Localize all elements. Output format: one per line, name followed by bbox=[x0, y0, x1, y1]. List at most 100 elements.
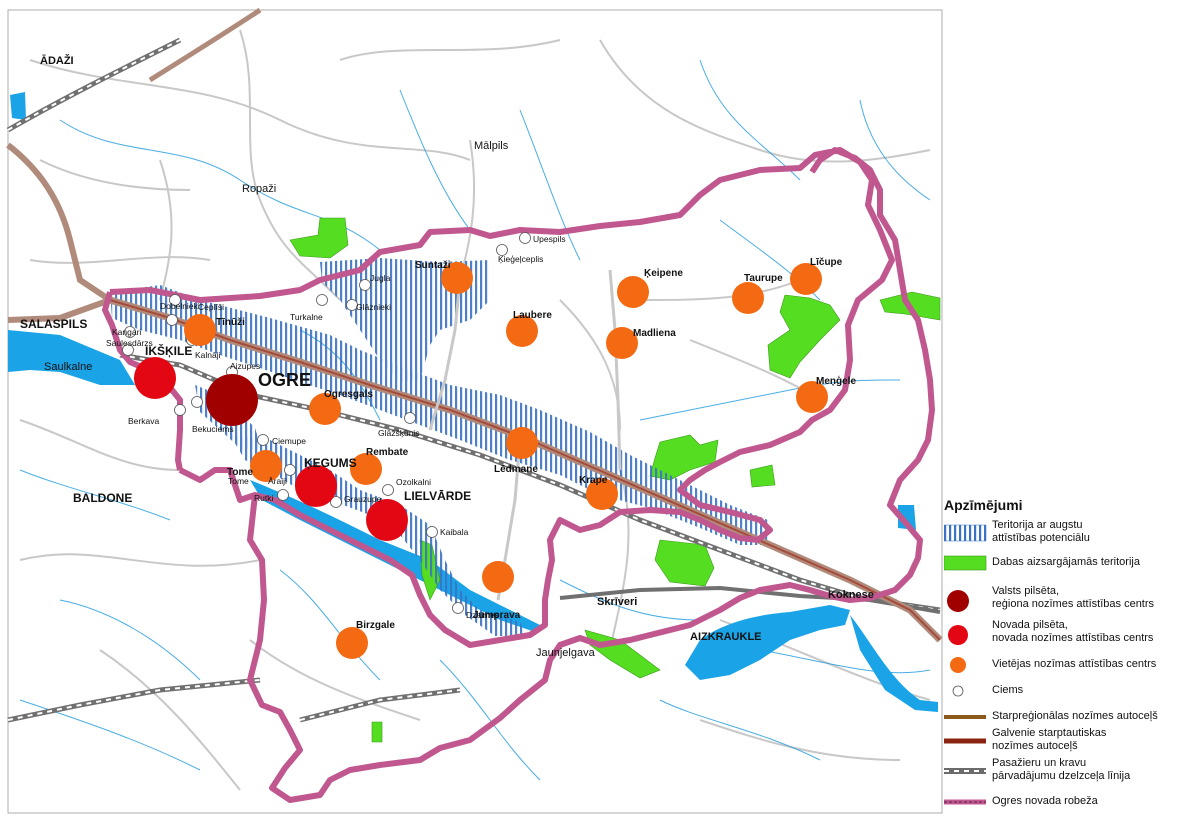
legend-item-interregional-road: Starpreģionālas nozīmes autoceļš bbox=[944, 706, 1158, 726]
legend-label: Valsts pilsēta, reģiona nozīmes attīstīb… bbox=[992, 585, 1155, 610]
local-centre-marker bbox=[506, 315, 538, 347]
village-marker bbox=[426, 526, 438, 538]
legend-item-railway: Pasažieru un kravu pārvadājumu dzelzceļa… bbox=[944, 757, 1130, 783]
local-centre-label: Taurupe bbox=[744, 273, 783, 284]
local-centre-marker bbox=[441, 262, 473, 294]
local-centre-marker bbox=[790, 263, 822, 295]
legend-item-town: Novada pilsēta, novada nozīmes attīstība… bbox=[944, 619, 1153, 645]
village-label: Ciemupe bbox=[272, 436, 306, 446]
local-centre-marker bbox=[336, 627, 368, 659]
village-label: Dzelmes bbox=[466, 610, 499, 620]
centres-layer bbox=[134, 262, 828, 659]
village-label: Jugla bbox=[370, 273, 391, 283]
local-centre-label: Laubere bbox=[513, 310, 552, 321]
village-label: Aizupes bbox=[230, 361, 260, 371]
local-centre-label: Ķeipene bbox=[644, 268, 683, 279]
village-marker bbox=[174, 404, 186, 416]
village-label: Saulesdārzs bbox=[106, 338, 153, 348]
local-centre-marker bbox=[506, 427, 538, 459]
legend-item-boundary: Ogres novada robeža bbox=[944, 791, 1098, 811]
town-marker bbox=[295, 465, 337, 507]
local-centre-label: Tome bbox=[227, 467, 253, 478]
village-marker bbox=[519, 232, 531, 244]
village-label: Kangari bbox=[112, 327, 141, 337]
village-label: Bekuciems bbox=[192, 424, 234, 434]
legend-label: Teritorija ar augstu attīstības potenciā… bbox=[992, 519, 1090, 544]
village-label: Grauzupe bbox=[344, 494, 382, 504]
village-label: Berkava bbox=[128, 416, 159, 426]
village-label: Ķieģeļceplis bbox=[498, 254, 543, 264]
village-label: Dobelnieki bbox=[160, 301, 200, 311]
village-label: Turkalne bbox=[290, 312, 323, 322]
legend-item-village: Ciems bbox=[944, 680, 1023, 700]
village-marker bbox=[257, 434, 269, 446]
town-label: IKŠĶILE bbox=[145, 343, 192, 358]
village-label: Tome bbox=[228, 476, 249, 486]
legend-label: Ciems bbox=[992, 683, 1024, 696]
legend-label: Dabas aizsargājamās teritorija bbox=[992, 555, 1140, 568]
town-marker bbox=[134, 357, 176, 399]
village-label: Kaibala bbox=[440, 527, 469, 537]
local-centre-marker bbox=[184, 314, 216, 346]
town-marker bbox=[366, 499, 408, 541]
village-label: Rutki bbox=[254, 493, 273, 503]
local-centre-label: Suntaži bbox=[415, 260, 451, 271]
village-label: Ozolkalni bbox=[396, 477, 431, 487]
local-centre-marker bbox=[350, 453, 382, 485]
place-ropazi: Ropaži bbox=[242, 183, 276, 195]
place-skriveri: Skrīveri bbox=[597, 596, 637, 608]
legend-item-main-road: Galvenie starptautiskas nozīmes autoceļš bbox=[944, 727, 1106, 753]
local-centre-label: Birzgale bbox=[356, 620, 395, 631]
local-centre-marker bbox=[309, 393, 341, 425]
village-marker bbox=[191, 396, 203, 408]
local-centre-label: Tīnūži bbox=[216, 317, 245, 328]
town-label: LIELVĀRDE bbox=[404, 489, 471, 503]
village-marker bbox=[122, 344, 134, 356]
water-bodies bbox=[8, 92, 938, 712]
village-label: Upespils bbox=[533, 234, 566, 244]
village-marker bbox=[404, 412, 416, 424]
village-marker bbox=[316, 294, 328, 306]
local-centre-marker bbox=[482, 561, 514, 593]
legend-label: Ogres novada robeža bbox=[992, 794, 1098, 807]
legend-item-state-city: Valsts pilsēta, reģiona nozīmes attīstīb… bbox=[944, 585, 1155, 612]
legend-label: Novada pilsēta, novada nozīmes attīstība… bbox=[992, 619, 1154, 644]
village-marker bbox=[359, 279, 371, 291]
villages-layer bbox=[122, 232, 531, 614]
village-label: Āraiji bbox=[268, 476, 287, 486]
labels-layer: DobelniekiCeplīšiKangariKalnājiSaulesdār… bbox=[20, 54, 874, 659]
state-city-label: OGRE bbox=[258, 370, 311, 390]
local-centre-marker bbox=[586, 478, 618, 510]
village-marker bbox=[330, 496, 342, 508]
legend-title: Apzīmējumi bbox=[944, 497, 1023, 513]
local-centre-marker bbox=[617, 276, 649, 308]
protected-areas bbox=[289, 217, 941, 743]
legend-label: Pasažieru un kravu pārvadājumu dzelzceļa… bbox=[992, 757, 1131, 782]
village-label: Kalnāji bbox=[195, 350, 221, 360]
local-centre-label: Madliena bbox=[633, 328, 676, 339]
local-centre-label: Meņģele bbox=[816, 374, 856, 387]
local-centre-label: Jumprava bbox=[473, 610, 521, 621]
legend-label: Starpreģionālas nozīmes autoceļš bbox=[992, 709, 1158, 722]
village-marker bbox=[346, 299, 358, 311]
place-malpils: Mālpils bbox=[474, 140, 509, 152]
place-saulkalne: Saulkalne bbox=[44, 361, 92, 373]
village-label: Glāznieki bbox=[356, 302, 391, 312]
legend: Apzīmējumi Teritorija ar augstu attīstīb… bbox=[943, 497, 1196, 807]
place-adazi: ĀDAŽI bbox=[40, 54, 74, 67]
legend-item-protected: Dabas aizsargājamās teritorija bbox=[943, 552, 1140, 572]
place-jaunjelgava: Jaunjelgava bbox=[536, 647, 596, 659]
village-marker bbox=[277, 489, 289, 501]
village-marker bbox=[166, 314, 178, 326]
local-centre-marker bbox=[606, 327, 638, 359]
local-centre-marker bbox=[732, 282, 764, 314]
legend-label: Vietējas nozīmas attīstības centrs bbox=[992, 657, 1157, 670]
place-baldone: BALDONE bbox=[73, 491, 132, 505]
state-city-marker bbox=[206, 374, 258, 426]
town-label: ĶEGUMS bbox=[304, 456, 357, 470]
legend-item-local-centre: Vietējas nozīmas attīstības centrs bbox=[944, 654, 1156, 674]
local-centre-label: Rembate bbox=[366, 447, 409, 458]
local-centre-label: Ogresgals bbox=[324, 389, 373, 400]
